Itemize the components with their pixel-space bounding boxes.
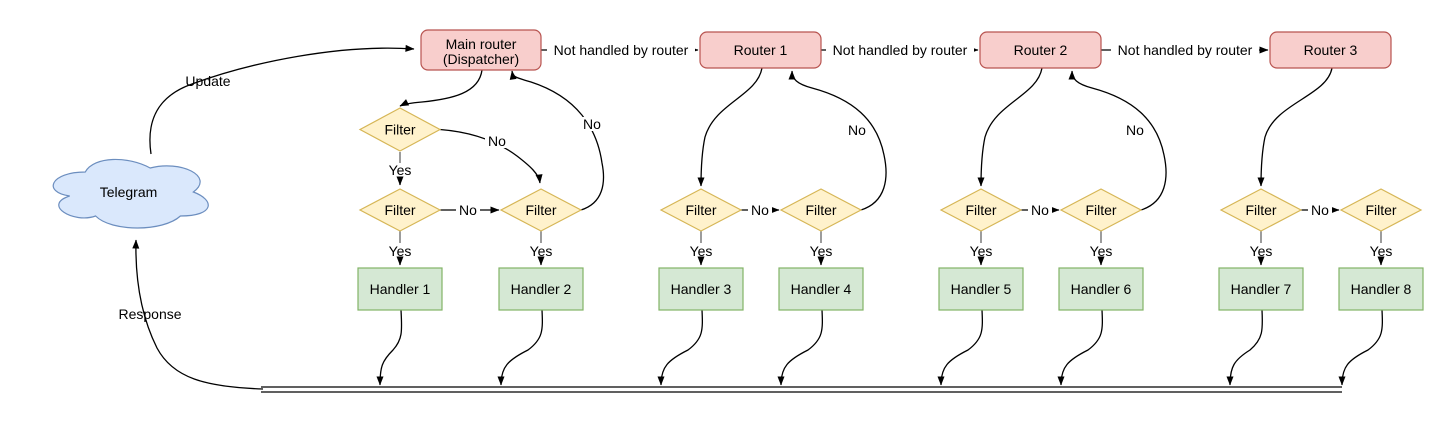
edge-label-update: Update: [185, 73, 230, 89]
edge-label-no: No: [848, 122, 866, 138]
filter-main-right-node: [499, 188, 583, 232]
router-3-label: Router 3: [1304, 42, 1358, 58]
edge-label-no: No: [583, 116, 601, 132]
edge-label-yes: Yes: [810, 243, 833, 259]
filter-label: Filter: [1085, 202, 1116, 218]
knockout: [547, 42, 695, 58]
dispatcher-label-line1: Main router: [446, 36, 517, 52]
knockout: [1123, 123, 1147, 137]
edge-label-not-handled-3: Not handled by router: [1118, 42, 1253, 58]
dispatcher-node: [420, 29, 542, 71]
edge-handler-1-to-bus: [376, 309, 403, 386]
handler-1-node: [357, 267, 443, 311]
knockout: [580, 117, 604, 131]
edge-label-not-handled-1: Not handled by router: [554, 42, 689, 58]
edge-filter-main-top-no: [439, 128, 543, 184]
edge-filter-r2-return-no: [1068, 70, 1167, 211]
cloud-shape: [52, 158, 209, 229]
filter-label: Filter: [384, 202, 415, 218]
edge-label-yes: Yes: [1370, 243, 1393, 259]
knockout: [826, 42, 974, 58]
filter-r2-right-node: [1059, 188, 1143, 232]
edge-label-no: No: [488, 133, 506, 149]
edge-handler-8-to-bus: [1338, 309, 1383, 386]
filter-label: Filter: [1245, 202, 1276, 218]
edge-label-no: No: [1126, 122, 1144, 138]
filter-r3-left-node: [1219, 188, 1303, 232]
router-1-label: Router 1: [734, 42, 788, 58]
edge-label-not-handled-2: Not handled by router: [833, 42, 968, 58]
handler-1-label: Handler 1: [370, 281, 431, 297]
telegram-cloud: [52, 158, 209, 229]
handler-7-node: [1218, 267, 1304, 311]
router-2-node: [979, 31, 1102, 69]
edge-label-yes: Yes: [690, 243, 713, 259]
handler-6-label: Handler 6: [1071, 281, 1132, 297]
edge-label-no: No: [1311, 202, 1329, 218]
handler-8-label: Handler 8: [1351, 281, 1412, 297]
filter-main-top-node: [358, 107, 442, 152]
handler-7-label: Handler 7: [1231, 281, 1292, 297]
knockout: [456, 203, 480, 217]
edge-label-no: No: [459, 202, 477, 218]
filter-label: Filter: [965, 202, 996, 218]
knockout: [1111, 42, 1259, 58]
edge-handler-5-to-bus: [937, 309, 983, 386]
filter-label: Filter: [525, 202, 556, 218]
edge-label-no: No: [1031, 202, 1049, 218]
handler-3-label: Handler 3: [671, 281, 732, 297]
knockout: [748, 203, 772, 217]
knockout: [1308, 203, 1332, 217]
edge-handler-6-to-bus: [1057, 309, 1103, 386]
handler-6-node: [1058, 267, 1144, 311]
edge-label-yes: Yes: [970, 243, 993, 259]
edge-filter-main-return-no: [509, 70, 605, 211]
edge-label-yes: Yes: [530, 243, 553, 259]
handler-8-node: [1338, 267, 1424, 311]
filter-label: Filter: [1365, 202, 1396, 218]
filter-r1-right-node: [779, 188, 863, 232]
handler-4-label: Handler 4: [791, 281, 852, 297]
edge-response: [132, 239, 264, 390]
handler-3-node: [658, 267, 744, 311]
router-2-label: Router 2: [1014, 42, 1068, 58]
edge-handler-7-to-bus: [1226, 309, 1264, 386]
filter-label: Filter: [384, 121, 415, 137]
edge-label-response: Response: [118, 306, 181, 322]
edge-label-yes: Yes: [389, 243, 412, 259]
handler-2-node: [498, 267, 584, 311]
filter-label: Filter: [685, 202, 716, 218]
edge-router3-to-filter: [1257, 67, 1333, 187]
edge-label-yes: Yes: [1250, 243, 1273, 259]
router-3-node: [1269, 31, 1392, 69]
router-1-node: [699, 31, 822, 69]
knockout: [845, 123, 869, 137]
filter-label: Filter: [805, 202, 836, 218]
handler-4-node: [778, 267, 864, 311]
dispatcher-label-line2: (Dispatcher): [443, 51, 519, 67]
edge-update: [149, 44, 415, 155]
edge-handler-4-to-bus: [777, 309, 823, 386]
edge-dispatcher-to-filter: [399, 69, 483, 107]
edge-router1-to-filter: [697, 67, 763, 187]
edge-filter-r1-return-no: [788, 70, 887, 211]
edge-label-no: No: [751, 202, 769, 218]
edge-handler-3-to-bus: [657, 309, 703, 386]
edge-handler-2-to-bus: [497, 309, 543, 386]
edge-label-yes: Yes: [1090, 243, 1113, 259]
knockout: [485, 134, 509, 148]
handler-5-node: [938, 267, 1024, 311]
edge-label-yes: Yes: [389, 162, 412, 178]
filter-r1-left-node: [659, 188, 743, 232]
telegram-label: Telegram: [100, 184, 158, 200]
filter-main-left-node: [358, 188, 442, 232]
filter-r3-right-node: [1339, 188, 1423, 232]
handler-5-label: Handler 5: [951, 281, 1012, 297]
handler-2-label: Handler 2: [511, 281, 572, 297]
edge-router2-to-filter: [977, 67, 1043, 187]
knockout: [1028, 203, 1052, 217]
filter-r2-left-node: [939, 188, 1023, 232]
